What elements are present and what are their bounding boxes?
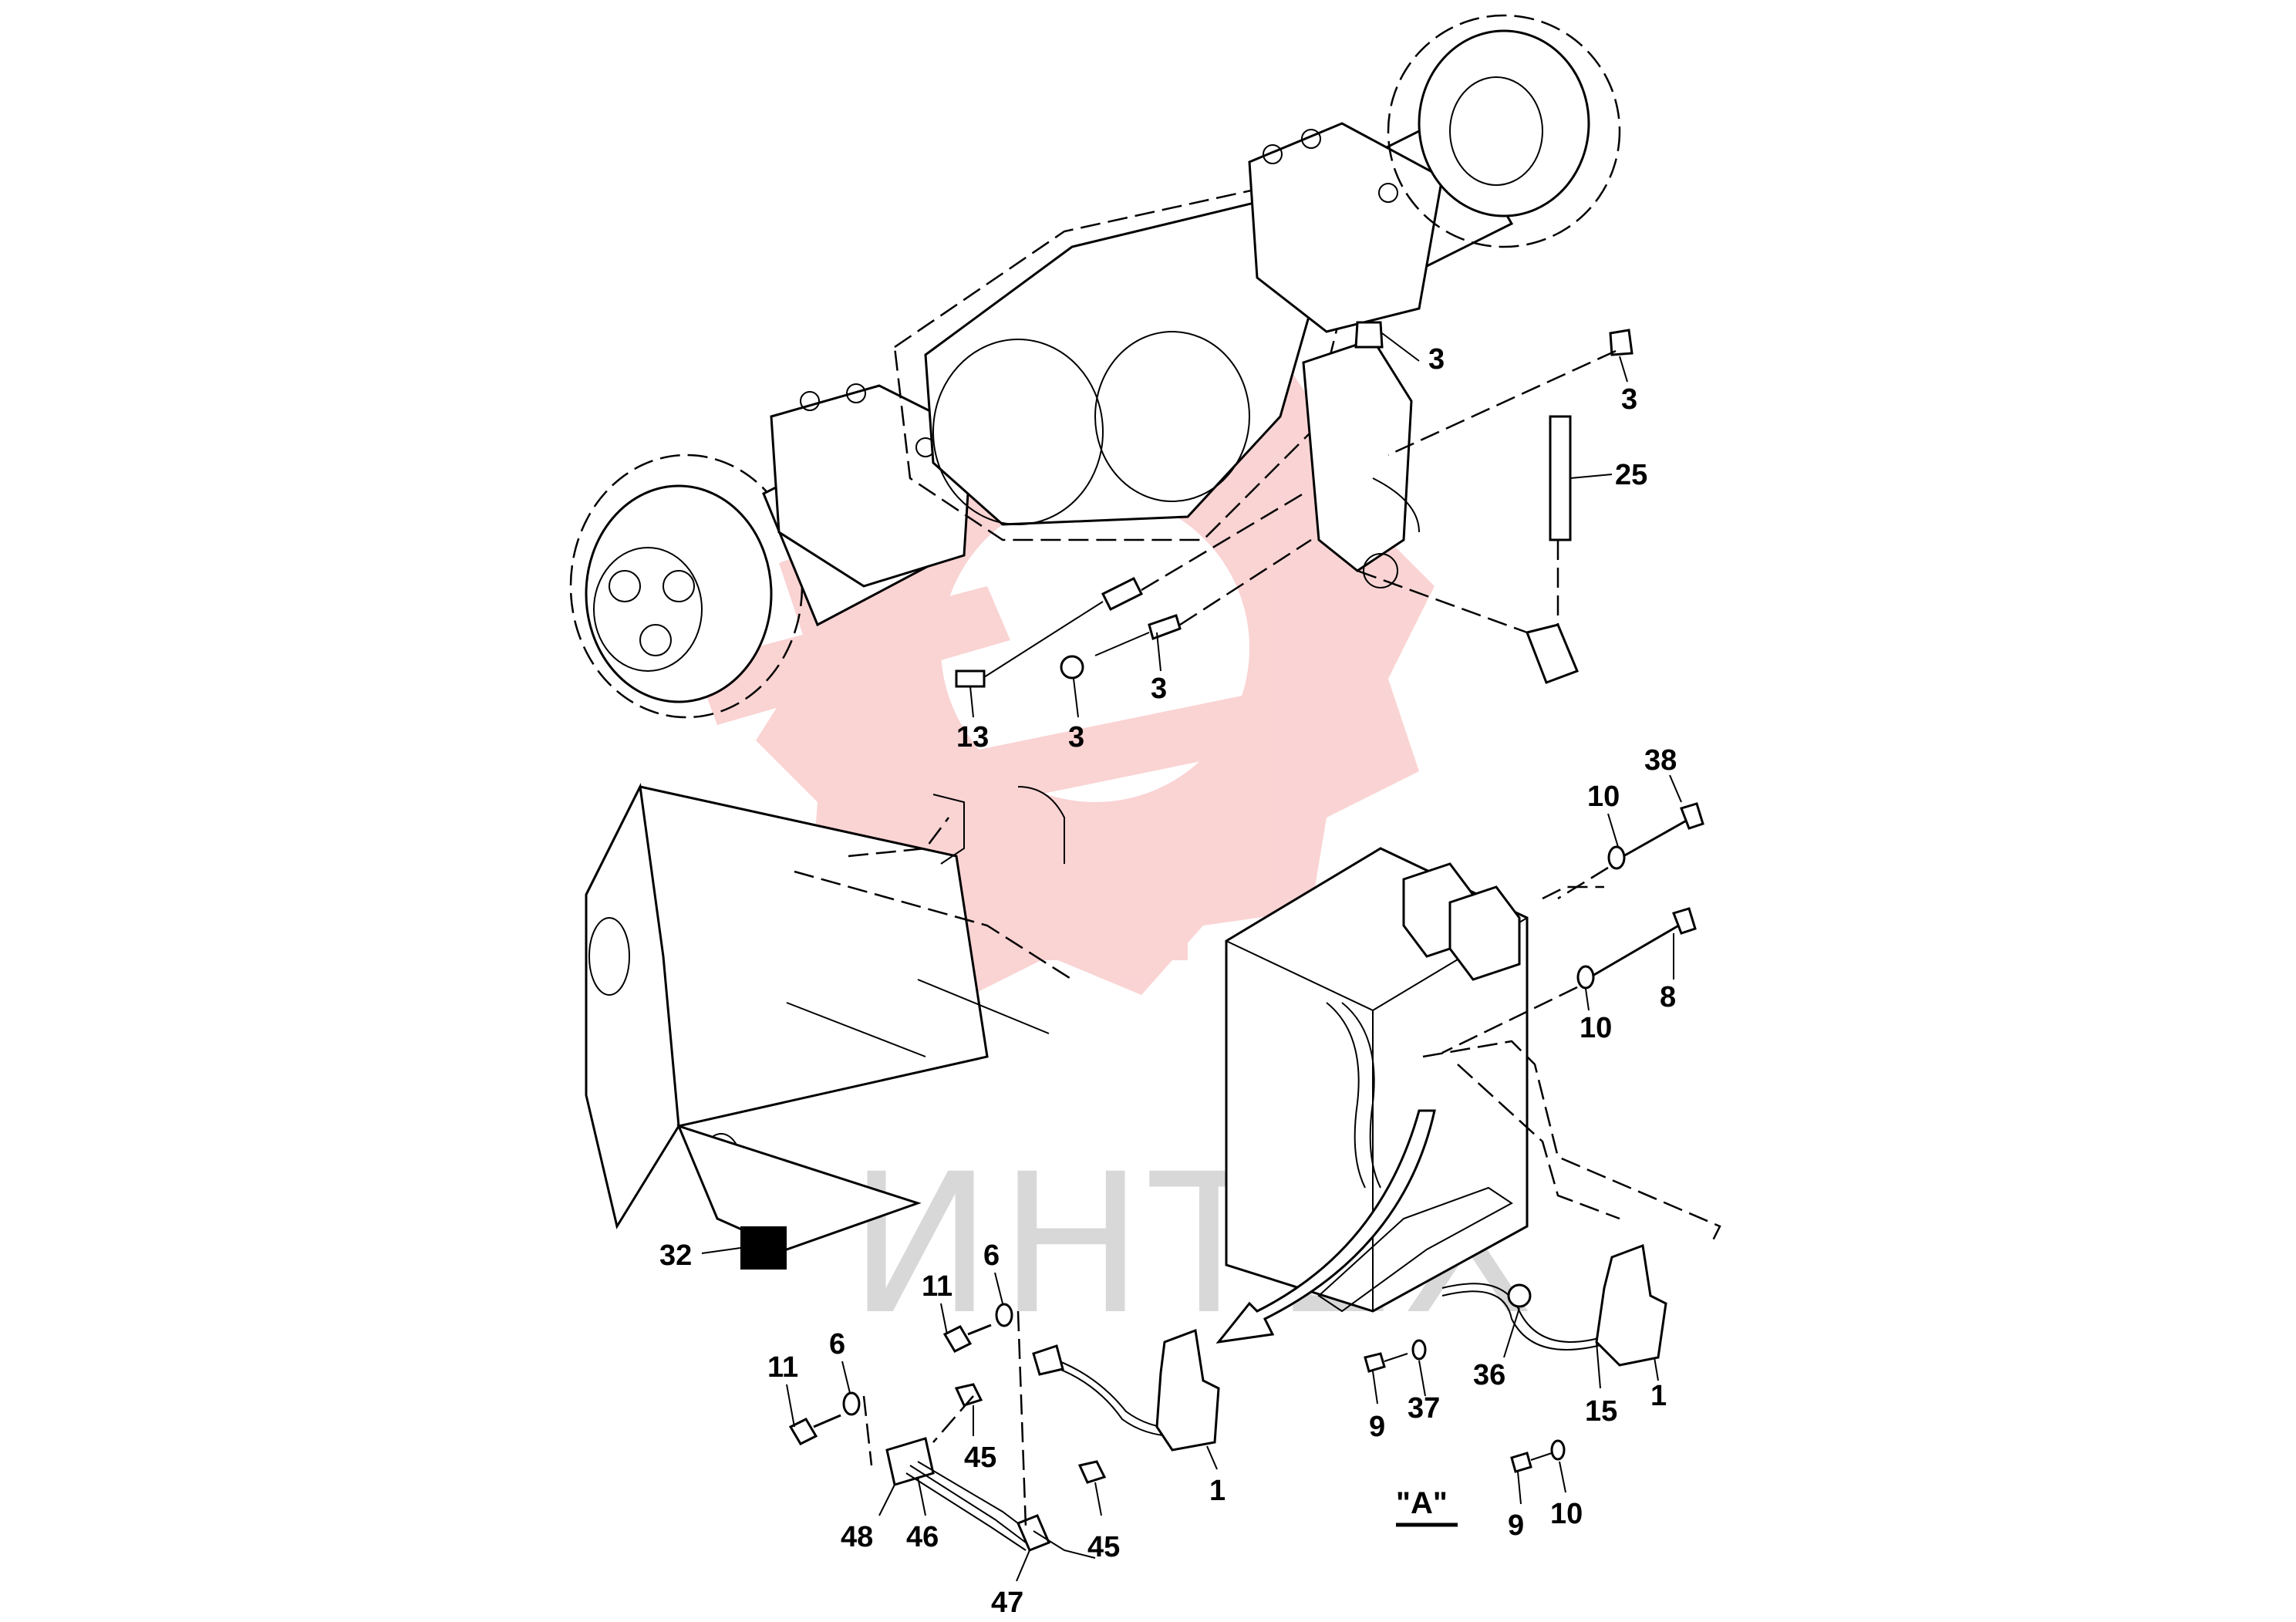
- callout-32: 32: [659, 1239, 692, 1272]
- callout-3: 3: [1068, 721, 1084, 754]
- callout-48: 48: [841, 1521, 873, 1553]
- plug-part-3: [1609, 329, 1633, 356]
- callout-8: 8: [1660, 981, 1676, 1013]
- callout-3: 3: [1621, 383, 1637, 416]
- cover-plate: [585, 782, 1073, 1270]
- plug-part-3: [1354, 321, 1384, 349]
- callout-10: 10: [1580, 1012, 1612, 1044]
- bracket-assembly: [1215, 847, 1721, 1527]
- callout-6: 6: [829, 1328, 845, 1361]
- callout-11: 11: [767, 1351, 798, 1384]
- callout-45: 45: [1087, 1531, 1120, 1563]
- callout-9: 9: [1369, 1411, 1385, 1443]
- axle-small-parts: [955, 321, 1633, 688]
- callout-1: 1: [1209, 1475, 1226, 1507]
- lower-left-parts: [788, 1303, 1220, 1559]
- callout-11: 11: [922, 1270, 952, 1303]
- sensor-part-13: [955, 669, 986, 688]
- callout-6: 6: [983, 1239, 1000, 1272]
- callout-10: 10: [1587, 781, 1620, 813]
- callout-25: 25: [1615, 459, 1647, 491]
- callout-46: 46: [906, 1521, 939, 1553]
- callout-13: 13: [956, 721, 989, 754]
- leader-lines: [701, 332, 1682, 1582]
- callouts: 3 3 25 13 3 3 38 10 8 10 32 6 11 11 6 45…: [659, 343, 1677, 1619]
- view-a-label: "A": [1396, 1486, 1448, 1520]
- clip-part-36: [1507, 1283, 1532, 1308]
- plug-part-3: [1060, 655, 1084, 679]
- bracket-part-1: [1595, 1243, 1667, 1367]
- callout-3: 3: [1151, 673, 1167, 705]
- washer-part-10: [1607, 845, 1626, 870]
- callout-3: 3: [1428, 343, 1445, 376]
- callout-45: 45: [964, 1442, 996, 1474]
- callout-9: 9: [1508, 1509, 1524, 1542]
- callout-15: 15: [1585, 1395, 1617, 1428]
- wrench-icon: [694, 586, 1265, 810]
- label-part-32: [740, 1226, 787, 1270]
- callout-47: 47: [991, 1587, 1023, 1619]
- hose-part-25: [1549, 415, 1572, 541]
- washer-part-10: [1576, 965, 1595, 990]
- callout-1: 1: [1650, 1380, 1667, 1412]
- callout-38: 38: [1644, 744, 1677, 777]
- callout-36: 36: [1473, 1359, 1505, 1391]
- axle-assembly: [569, 14, 1621, 719]
- callout-37: 37: [1408, 1392, 1440, 1425]
- bracket-part-1: [1155, 1328, 1220, 1452]
- bolts-38-8: [1441, 802, 1704, 1054]
- callout-10: 10: [1550, 1498, 1583, 1530]
